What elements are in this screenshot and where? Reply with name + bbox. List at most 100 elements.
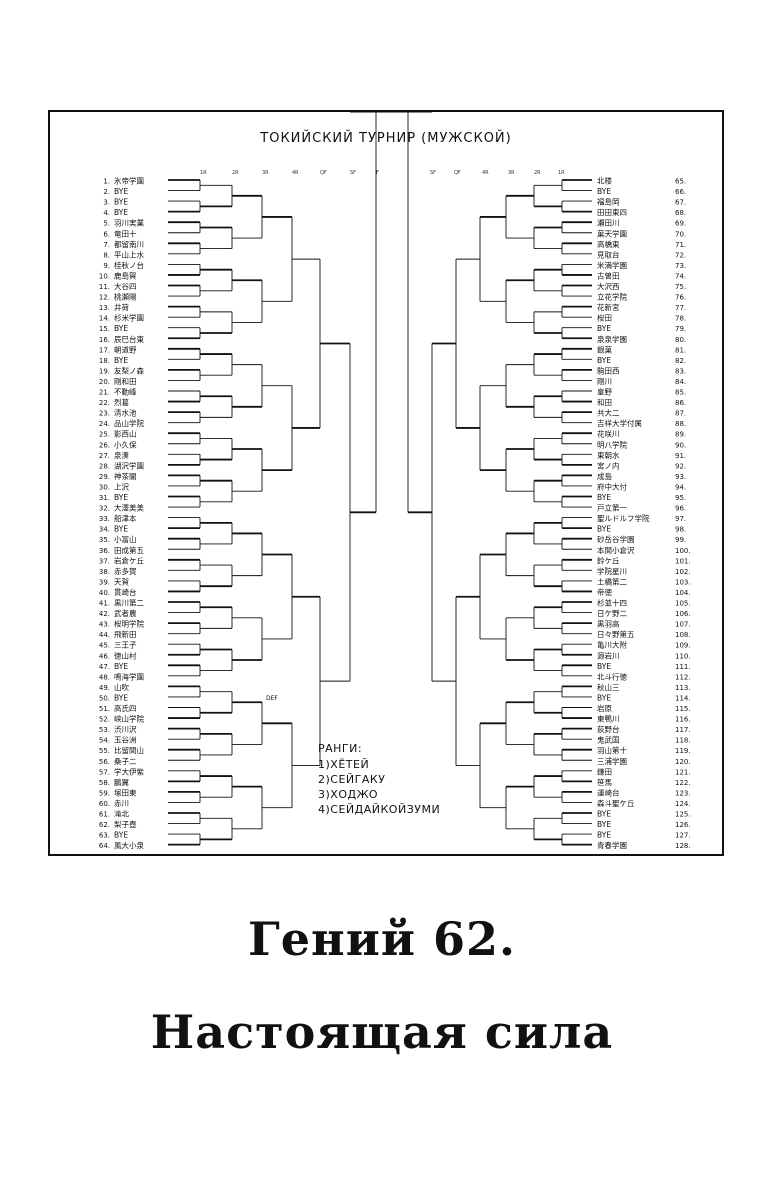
right-seed-number: 99. <box>675 536 686 544</box>
left-team-name: 鹿島賀 <box>114 270 137 280</box>
left-seed-number: 34. <box>99 526 110 534</box>
right-team-name: 花咲川 <box>597 429 620 439</box>
right-seed-number: 122. <box>675 779 691 787</box>
right-team-name: 鈴ケ丘 <box>597 555 620 565</box>
left-seed-number: 23. <box>99 410 110 418</box>
left-team-name: 上沢 <box>114 482 129 491</box>
right-team-name: 北楼 <box>597 176 612 186</box>
right-seed-number: 104. <box>675 589 691 597</box>
left-team-name: 鵬翼 <box>114 777 129 787</box>
left-seed-number: 47. <box>99 663 110 671</box>
right-team-name: BYE <box>597 662 611 671</box>
right-team-name: 聖ルドルフ学院 <box>597 513 650 523</box>
right-team-name: BYE <box>597 525 611 534</box>
right-seed-number: 70. <box>675 230 686 238</box>
left-team-name: 杉米学園 <box>114 313 144 323</box>
left-team-name: BYE <box>114 187 128 196</box>
right-seed-number: 120. <box>675 758 691 766</box>
left-seed-number: 19. <box>99 367 110 375</box>
left-team-name: BYE <box>114 208 128 217</box>
left-seed-number: 39. <box>99 578 110 586</box>
round-label-left: 2R <box>232 170 239 176</box>
right-seed-number: 118. <box>675 737 691 745</box>
left-seed-number: 16. <box>99 336 110 344</box>
right-team-name: 砂岳谷学園 <box>597 534 635 544</box>
left-seed-number: 58. <box>99 779 110 787</box>
right-team-name: 桜田 <box>597 313 612 323</box>
right-seed-number: 101. <box>675 557 691 565</box>
right-seed-number: 127. <box>675 832 691 840</box>
right-team-name: 菓天学園 <box>597 228 627 238</box>
right-team-name: 羽山第十 <box>597 745 627 755</box>
left-seed-number: 29. <box>99 473 110 481</box>
left-team-name: 神茶闇 <box>114 471 137 481</box>
left-seed-number: 43. <box>99 621 110 629</box>
right-team-name: 荻野台 <box>597 724 620 734</box>
right-team-name: 岩原 <box>597 703 612 713</box>
left-team-name: 氷帝学園 <box>114 176 144 186</box>
right-team-name: BYE <box>597 820 611 829</box>
left-team-name: BYE <box>114 693 128 702</box>
left-team-name: 徳山村 <box>114 650 137 660</box>
right-team-name: 森斗聖ケ丘 <box>597 798 635 808</box>
left-seed-number: 6. <box>103 230 110 238</box>
right-seed-number: 115. <box>675 705 691 713</box>
left-team-name: 泉湊 <box>114 450 129 460</box>
right-seed-number: 65. <box>675 178 686 186</box>
right-seed-number: 121. <box>675 768 691 776</box>
right-seed-number: 90. <box>675 441 686 449</box>
round-label-right: SF <box>430 170 436 176</box>
left-team-name: BYE <box>114 831 128 840</box>
right-team-name: BYE <box>597 187 611 196</box>
left-team-name: 鳴海学園 <box>114 671 144 681</box>
right-seed-number: 69. <box>675 220 686 228</box>
left-seed-number: 13. <box>99 304 110 312</box>
left-seed-number: 1. <box>103 178 110 186</box>
left-team-name: 影西山 <box>114 429 137 439</box>
right-team-name: 高橋東 <box>597 239 620 249</box>
left-team-name: 辰巳台東 <box>114 334 144 344</box>
left-team-name: BYE <box>114 493 128 502</box>
left-seed-number: 5. <box>103 220 110 228</box>
right-seed-number: 119. <box>675 747 691 755</box>
left-seed-number: 10. <box>99 272 110 280</box>
right-seed-number: 110. <box>675 652 691 660</box>
right-seed-number: 107. <box>675 621 691 629</box>
right-seed-number: 83. <box>675 367 686 375</box>
left-team-name: 船津本 <box>114 513 137 523</box>
left-seed-number: 48. <box>99 673 110 681</box>
left-team-name: 桜明学院 <box>114 619 144 629</box>
left-team-name: 玉谷洲 <box>114 736 137 745</box>
left-team-name: 品山学院 <box>114 418 144 428</box>
right-seed-number: 92. <box>675 462 686 470</box>
left-seed-number: 8. <box>103 251 110 259</box>
left-seed-number: 31. <box>99 494 110 502</box>
right-team-name: 銀菓 <box>597 344 612 354</box>
right-team-name: 東朝水 <box>597 450 620 460</box>
left-team-name: 三王子 <box>114 641 137 650</box>
right-seed-number: 89. <box>675 431 686 439</box>
left-seed-number: 63. <box>99 832 110 840</box>
left-team-name: BYE <box>114 324 128 333</box>
left-team-name: 塚田東 <box>114 787 137 797</box>
right-seed-number: 81. <box>675 346 686 354</box>
left-team-name: 風大小泉 <box>114 840 144 850</box>
right-seed-number: 75. <box>675 283 686 291</box>
right-team-name: 鎌田 <box>597 766 612 776</box>
left-seed-number: 9. <box>103 262 110 270</box>
right-seed-number: 123. <box>675 789 691 797</box>
left-seed-number: 4. <box>103 209 110 217</box>
left-team-name: 友梨ノ森 <box>114 365 144 375</box>
right-team-name: 立花学院 <box>597 292 627 302</box>
left-team-name: 朝道野 <box>114 344 137 354</box>
right-team-name: BYE <box>597 810 611 819</box>
right-team-name: 東鴨川 <box>597 714 620 724</box>
left-seed-number: 15. <box>99 325 110 333</box>
right-team-name: 帝徳 <box>597 587 612 597</box>
right-team-name: 戸立第一 <box>597 503 627 513</box>
round-label-right: QF <box>454 170 461 176</box>
left-team-name: 貫崎台 <box>114 587 137 597</box>
ranking-entry: 4)СЕЙДАЙКОЙЗУМИ <box>318 803 440 816</box>
left-team-name: 桂秋ノ台 <box>114 260 144 270</box>
right-team-name: 成島 <box>597 471 612 481</box>
